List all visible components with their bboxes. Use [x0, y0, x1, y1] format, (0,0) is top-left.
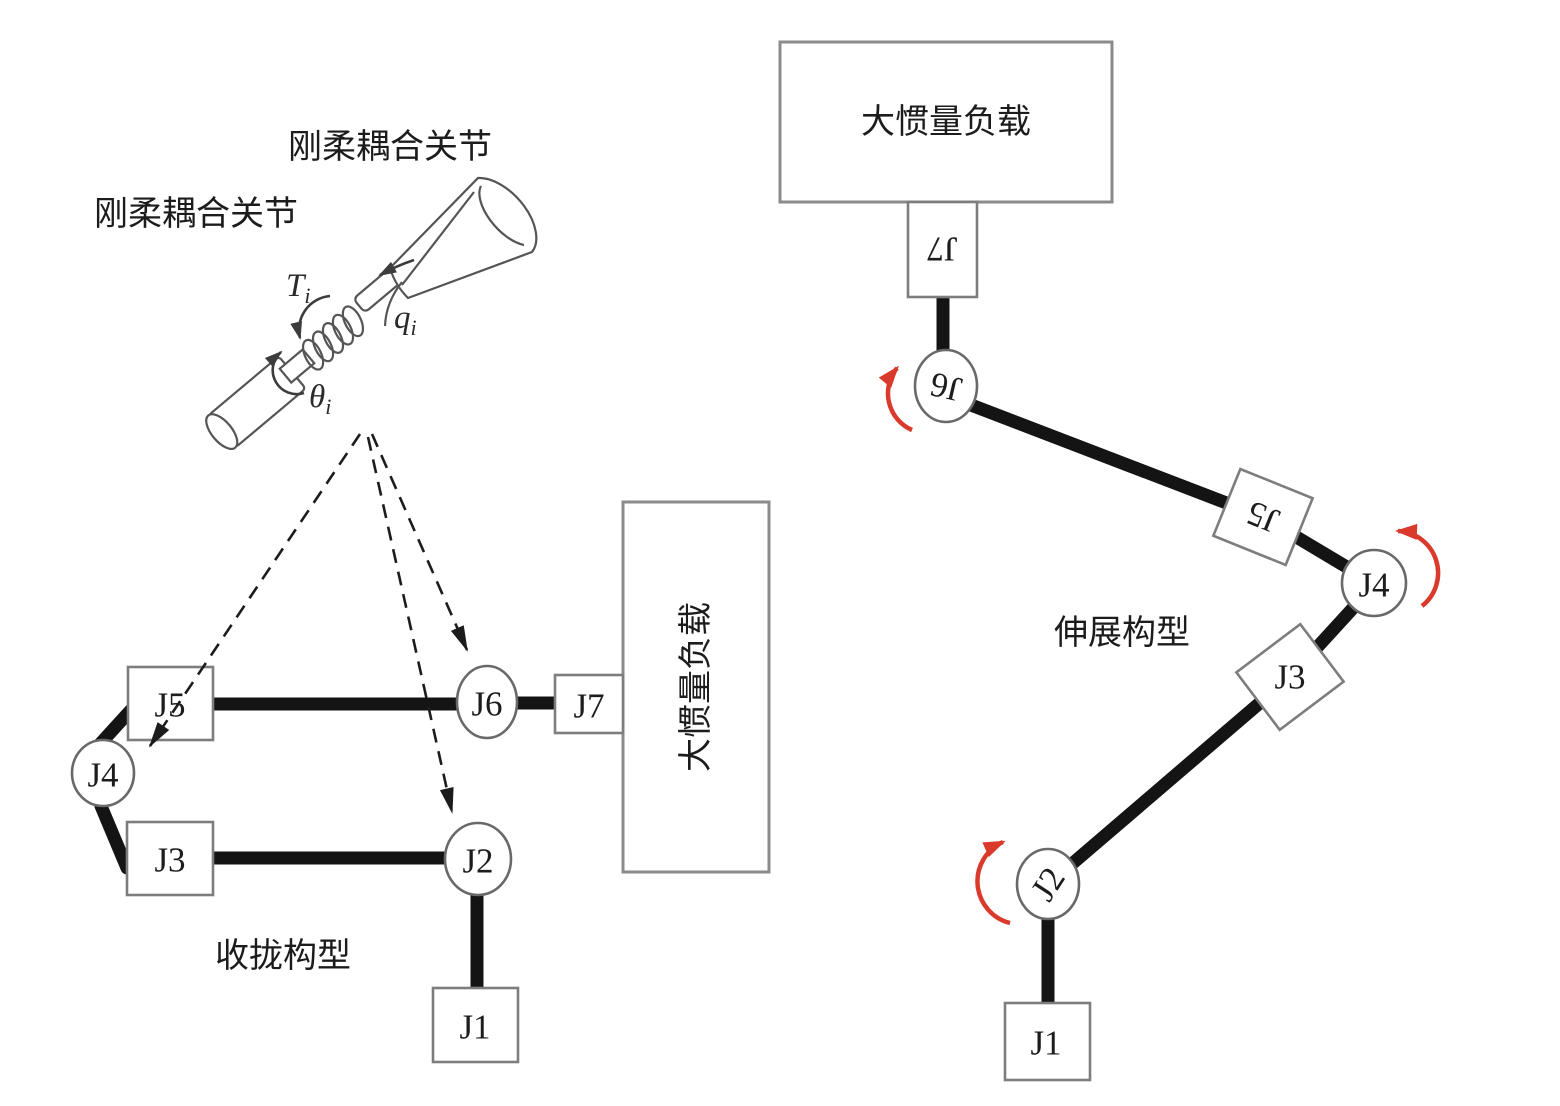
dashed-arrow-to-j4: [148, 433, 362, 748]
coupling-joint-label-left: 刚柔耦合关节: [94, 195, 298, 233]
dashed-arrow-to-j6: [370, 433, 469, 652]
extended-joint-j6-circle: [913, 348, 979, 424]
motor-cylinder-shape: [205, 356, 306, 450]
extended-joint-j4-circle: [1340, 548, 1408, 618]
folded-joint-j5-box: [126, 665, 215, 742]
extended-payload-label: 大惯量负载: [861, 103, 1031, 141]
extended-configuration: 大惯量负载 J7 J6 J5 J4 J3 J2 J1 伸展: [778, 40, 1441, 1082]
coupling-joint-sketch: [205, 176, 538, 450]
extended-j1-label: J1: [1030, 1024, 1061, 1063]
folded-payload-box: [621, 500, 771, 874]
folded-j5-label: J5: [154, 686, 185, 725]
folded-j6-label: J6: [471, 685, 502, 724]
extended-j3-label: J3: [1274, 658, 1305, 697]
folded-j4-label: J4: [87, 756, 118, 795]
spring-coil-shape: [301, 305, 365, 371]
dashed-pointers: [148, 433, 469, 814]
torque-arc: [290, 294, 331, 340]
folded-j3-label: J3: [154, 841, 185, 880]
theta-symbol-label: θi: [309, 379, 331, 419]
folded-joint-j7-box: [553, 673, 625, 735]
link-j3-j2: [1066, 670, 1297, 870]
link-j4-j3: [94, 799, 134, 875]
folded-joint-j4-circle: [70, 738, 136, 808]
q-arrow: [378, 258, 415, 277]
extended-j4-label: J4: [1358, 566, 1389, 605]
extended-joint-j2-circle: [1015, 847, 1081, 921]
q-symbol-label: qi: [394, 300, 417, 340]
dashed-arrow-to-j2: [366, 436, 454, 814]
folded-joint-j6-circle: [455, 664, 519, 740]
extended-j7-label: J7: [926, 230, 957, 269]
torque-symbol-label: Ti: [286, 268, 310, 308]
extended-payload-box: [778, 40, 1114, 204]
rotation-arrows: [878, 365, 1441, 926]
extended-joint-j7-box: [906, 200, 979, 299]
rotation-arrow-j2: [975, 839, 1011, 926]
theta-arc: [264, 350, 305, 396]
folded-payload-label: 大惯量负载: [677, 602, 715, 772]
rotation-arrow-j6: [878, 365, 913, 433]
extended-config-label: 伸展构型: [1054, 614, 1190, 652]
rotation-arrow-j4: [1395, 523, 1441, 608]
link-j6-j5: [964, 398, 1270, 524]
folded-config-label: 收拢构型: [215, 937, 351, 975]
folded-j7-label: J7: [573, 687, 604, 726]
folded-j1-label: J1: [459, 1008, 490, 1047]
extended-joint-j3-box: J3: [1234, 622, 1346, 732]
extended-joint-j5-box: J5: [1211, 467, 1315, 567]
horn-link-shape: [388, 176, 538, 300]
q-arc: [383, 281, 403, 327]
extended-joint-j1-box: [1003, 1001, 1092, 1082]
folded-joint-j2-circle: [443, 821, 513, 897]
folded-joint-j1-box: [431, 986, 520, 1064]
coupling-joint-label-top: 刚柔耦合关节: [288, 128, 492, 166]
folded-j2-label: J2: [462, 842, 493, 881]
folded-configuration: 大惯量负载 J5 J4 J3 J6 J7 J2 J1 收拢构型: [70, 433, 771, 1064]
folded-joint-j3-box: [125, 820, 215, 897]
